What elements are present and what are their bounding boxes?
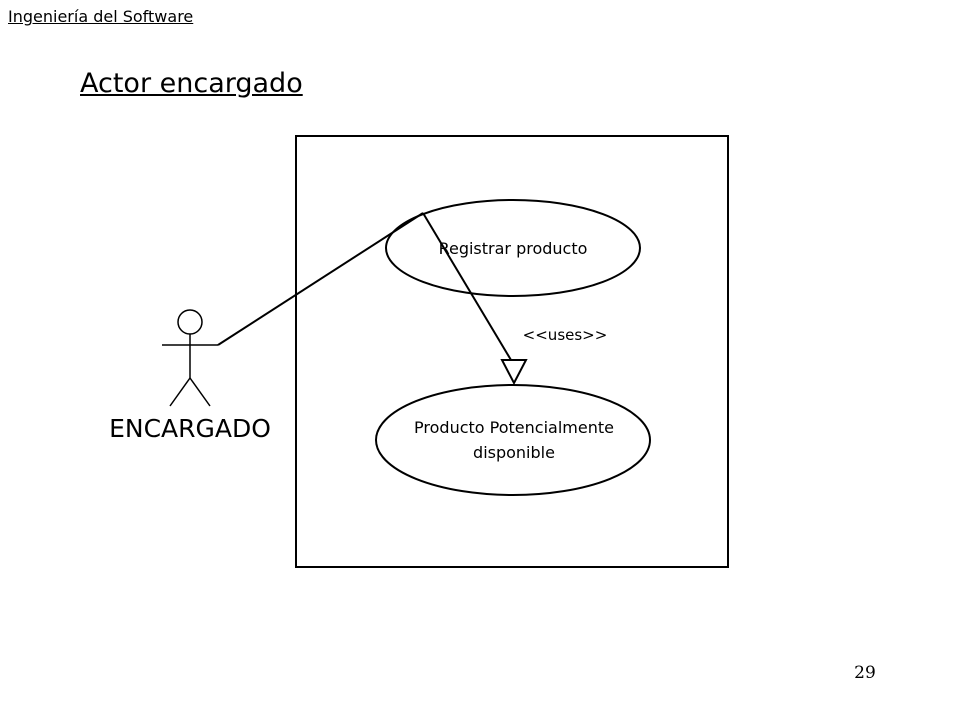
slide-title: Actor encargado [80,68,303,99]
association-line [217,212,424,346]
actor-head [177,309,203,335]
generalization-arrowhead [500,359,528,386]
uses-relationship-line [422,212,512,361]
actor-right-leg [189,377,211,407]
actor-label: ENCARGADO [109,414,271,443]
actor-stick-figure [162,309,218,407]
page-number: 29 [854,663,876,683]
stereotype-label: <<uses>> [522,326,608,344]
use-case-registrar-producto [385,199,641,297]
system-boundary [295,135,729,568]
use-case-label-producto: Producto Potencialmente disponible [414,418,614,462]
use-case-producto-potencialmente-disponible [375,384,651,496]
course-title[interactable]: Ingeniería del Software [8,7,194,26]
actor-left-leg [169,377,191,407]
use-case-label-registrar: Registrar producto [438,239,588,258]
